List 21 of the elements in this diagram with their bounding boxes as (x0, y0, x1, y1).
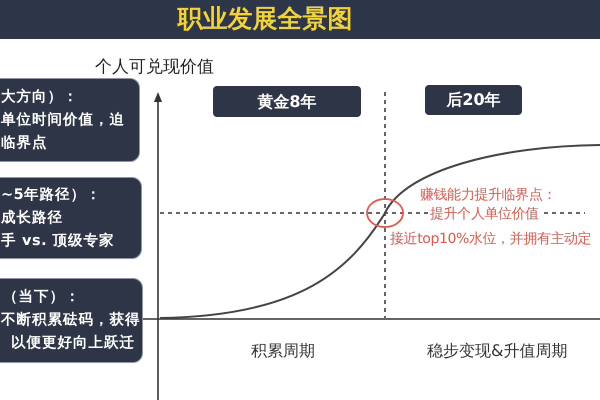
card-text: 以便更好向上跃迁 (11, 334, 135, 353)
card-text: （当下）： (3, 288, 80, 307)
phase-box (425, 85, 522, 115)
annotation-text: 接近top10%水位，并拥有主动定 (388, 230, 594, 249)
period-label: 稳步变现&升值周期 (427, 340, 568, 362)
period-label: 积累周期 (251, 340, 315, 362)
card-text: 不断积累砝码，获得 (1, 310, 140, 330)
phase-title: 后20年 (446, 90, 501, 110)
card-text: 成长路径 (1, 208, 63, 228)
axis-title: 个人可兑现价值 (95, 56, 214, 78)
card-text: 临界点 (1, 134, 48, 152)
info-card (0, 78, 140, 162)
card-text: 单位时间价值，迫 (1, 110, 125, 130)
title: 职业发展全景图 (178, 4, 352, 34)
card-text: 大方向）： (1, 87, 78, 106)
info-card (0, 177, 142, 259)
phase-title: 黄金8年 (257, 92, 317, 112)
phase-box (213, 86, 361, 117)
card-text: 手 vs. 顶级专家 (1, 231, 115, 250)
card-text: ~5年路径）： (1, 186, 102, 204)
info-card (0, 278, 143, 363)
